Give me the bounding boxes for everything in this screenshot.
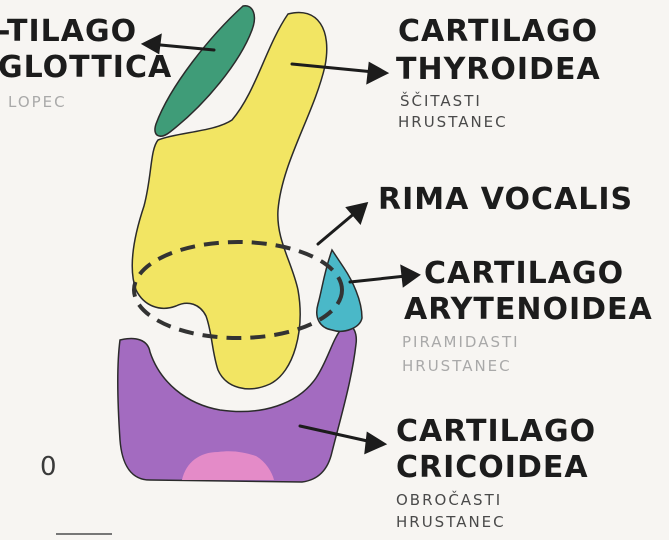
label-cricoidea-line2: CRICOIDEA <box>396 452 589 483</box>
label-cricoidea-sub1: OBROČASTI <box>396 492 502 509</box>
arrow-rima-vocalis <box>318 204 366 244</box>
label-thyroidea-line1: CARTILAGO <box>398 16 598 47</box>
label-arytenoidea-line2: ARYTENOIDEA <box>404 294 653 325</box>
label-epiglottica-sub: LOPEC <box>8 94 67 111</box>
label-arytenoidea-line1: CARTILAGO <box>424 258 624 289</box>
label-epiglottica-line2: GLOTTICA <box>0 52 172 83</box>
arrow-arytenoidea <box>350 267 418 285</box>
label-epiglottica-line1: -TILAGO <box>0 16 137 47</box>
label-thyroidea-sub2: HRUSTANEC <box>398 114 508 131</box>
label-arytenoidea-sub1: PIRAMIDASTI <box>402 334 520 351</box>
corner-mark: 0 <box>40 452 58 482</box>
label-cricoidea-line1: CARTILAGO <box>396 416 596 447</box>
label-thyroidea-sub1: ŠČITASTI <box>400 93 482 110</box>
label-thyroidea-line2: THYROIDEA <box>396 54 601 85</box>
label-arytenoidea-sub2: HRUSTANEC <box>402 358 512 375</box>
label-cricoidea-sub2: HRUSTANEC <box>396 514 506 531</box>
label-rima-vocalis: RIMA VOCALIS <box>378 184 633 215</box>
